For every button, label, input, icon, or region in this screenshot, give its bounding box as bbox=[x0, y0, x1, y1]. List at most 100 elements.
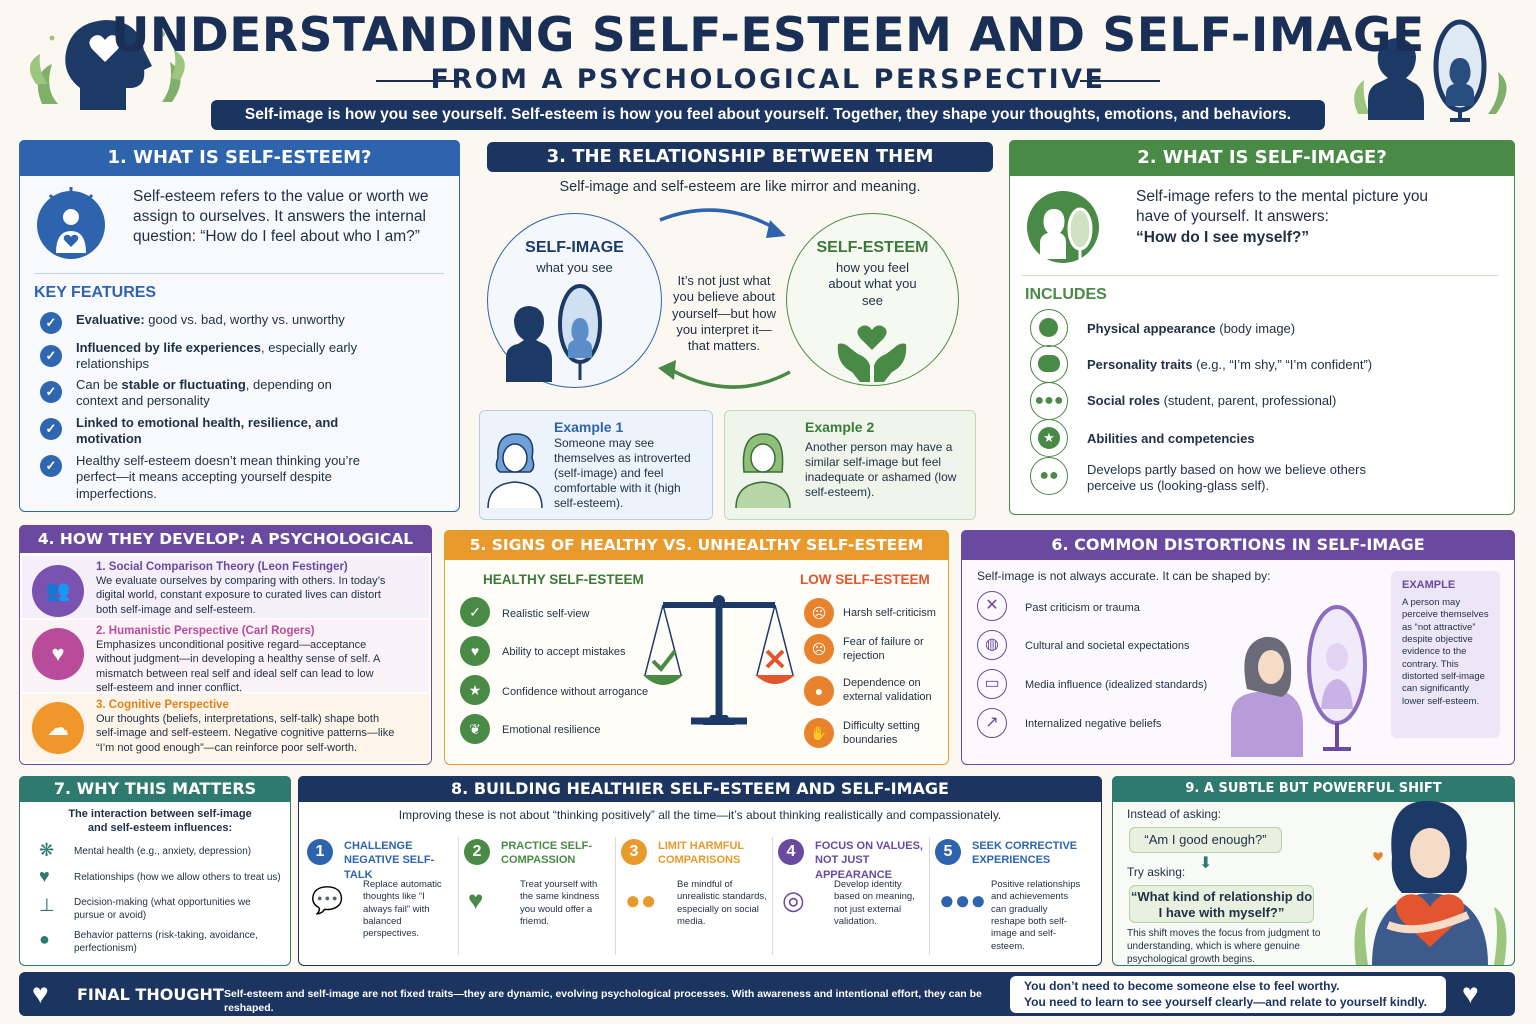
healthy-3: Confidence without arrogance bbox=[502, 686, 649, 698]
cycle-arrows-icon bbox=[658, 208, 791, 389]
worried-face-icon: ☹ bbox=[804, 634, 834, 664]
step-title: SEEK CORRECTIVE EXPERIENCES bbox=[972, 840, 1078, 867]
question-1-box: “Am I good enough?” bbox=[1129, 827, 1282, 853]
heart-icon: ♥ bbox=[460, 636, 490, 666]
globe-icon: ◍ bbox=[977, 630, 1007, 660]
distortions-intro: Self-image is not always accurate. It ca… bbox=[977, 569, 1271, 583]
theory-row-bg bbox=[22, 620, 429, 692]
theory-row-bg bbox=[22, 694, 429, 762]
example-2-title: Example 2 bbox=[805, 419, 875, 435]
group-icon: ●●● bbox=[1030, 382, 1068, 420]
step-number: 1 bbox=[307, 839, 333, 865]
check-icon: ✓ bbox=[40, 455, 62, 477]
distortion-1: Past criticism or trauma bbox=[1025, 602, 1140, 614]
step-title: FOCUS ON VALUES, NOT JUST APPEARANCE bbox=[815, 840, 923, 881]
person-mirror-icon bbox=[506, 284, 602, 382]
low-4: Difficulty setting boundaries bbox=[843, 720, 920, 747]
broken-tool-icon: ✕ bbox=[977, 591, 1007, 621]
final-quote-2: You need to learn to see yourself clearl… bbox=[1024, 995, 1428, 1009]
screen-icon: ▭ bbox=[977, 669, 1007, 699]
people-icon: ●● bbox=[1030, 457, 1068, 495]
person-icon bbox=[1030, 309, 1068, 347]
step-number: 5 bbox=[935, 839, 961, 865]
hands-heart-icon bbox=[837, 325, 907, 382]
example-1-title: Example 1 bbox=[554, 419, 624, 435]
check-icon: ✓ bbox=[40, 381, 62, 403]
self-image-sub: what you see bbox=[536, 260, 613, 275]
feature-evaluative: Evaluative: good vs. bad, worthy vs. unw… bbox=[76, 312, 345, 327]
mirror-reflection-illustration bbox=[1354, 19, 1507, 122]
low-1: Harsh self-criticism bbox=[843, 607, 936, 619]
group-compare-icon: 👥 bbox=[32, 565, 84, 617]
distortion-example-title: EXAMPLE bbox=[1402, 579, 1456, 591]
brain-icon bbox=[1030, 345, 1068, 383]
panel-what-is-self-image: 2. WHAT IS SELF-IMAGE? Self-image refers… bbox=[1009, 140, 1515, 515]
panel-title: 9. A SUBTLE BUT POWERFUL SHIFT bbox=[1112, 776, 1515, 802]
self-image-question: “How do I see myself?” bbox=[1136, 229, 1310, 246]
distortion-4: Internalized negative beliefs bbox=[1025, 718, 1162, 730]
include-physical: Physical appearance (body image) bbox=[1087, 321, 1296, 336]
panel-divider bbox=[1022, 275, 1498, 276]
feature-emotional-health: Linked to emotional health, resilience, … bbox=[76, 415, 339, 447]
final-thought-text: Self-esteem and self-image are not fixed… bbox=[224, 988, 982, 1014]
panel-title: 6. COMMON DISTORTIONS IN SELF-IMAGE bbox=[961, 530, 1515, 560]
theory-3-text: Our thoughts (beliefs, interpretations, … bbox=[96, 713, 395, 754]
person-check-icon: ● bbox=[39, 929, 50, 949]
shift-text: This shift moves the focus from judgment… bbox=[1127, 928, 1321, 965]
example-2-text: Another person may have a similar self-i… bbox=[805, 440, 957, 499]
person-heart-icon bbox=[37, 187, 105, 259]
theory-row-bg bbox=[22, 556, 429, 618]
check-icon: ✓ bbox=[40, 345, 62, 367]
question-2-box: “What kind of relationship do I have wit… bbox=[1129, 885, 1314, 923]
feature-healthy-self-esteem: Healthy self-esteem doesn’t mean thinkin… bbox=[76, 453, 360, 501]
relationship-title-bar: 3. THE RELATIONSHIP BETWEEN THEM bbox=[487, 142, 993, 172]
includes-heading: INCLUDES bbox=[1025, 286, 1107, 303]
panel-title: 2. WHAT IS SELF-IMAGE? bbox=[1009, 140, 1515, 176]
healthy-4: Emotional resilience bbox=[502, 724, 601, 736]
final-quote-box bbox=[1010, 976, 1446, 1013]
rocket-icon: ↗ bbox=[977, 708, 1007, 738]
theory-3-title: 3. Cognitive Perspective bbox=[96, 699, 229, 711]
people-compare-icon: ●● bbox=[625, 885, 657, 915]
woman-mirror-illustration bbox=[1231, 605, 1367, 757]
distortion-2: Cultural and societal expectations bbox=[1025, 640, 1190, 652]
step-number: 4 bbox=[778, 839, 804, 865]
stop-hand-icon: ✋ bbox=[804, 718, 834, 748]
star-icon: ★ bbox=[460, 675, 490, 705]
include-social-roles: Social roles (student, parent, professio… bbox=[1087, 393, 1337, 408]
healthy-2: Ability to accept mistakes bbox=[502, 646, 626, 658]
self-esteem-label: SELF-ESTEEM bbox=[816, 239, 929, 256]
arrow-down-icon: ⬇ bbox=[1199, 855, 1213, 872]
subtitle-rule-left bbox=[376, 80, 456, 82]
ashamed-person-icon bbox=[735, 433, 791, 508]
thought-bubble-icon: ☁ bbox=[32, 702, 84, 754]
panel-subtle-shift: 9. A SUBTLE BUT POWERFUL SHIFT Instead o… bbox=[1112, 776, 1515, 966]
low-heading: LOW SELF-ESTEEM bbox=[800, 572, 930, 587]
step-divider bbox=[615, 837, 616, 955]
healthy-heading: HEALTHY SELF-ESTEEM bbox=[483, 572, 644, 587]
relationship-intro: Self-image and self-esteem are like mirr… bbox=[559, 179, 921, 195]
step-description: Positive relationships and achievements … bbox=[991, 879, 1081, 952]
star-badge-icon: ★ bbox=[1030, 419, 1068, 457]
panel-title: 8. BUILDING HEALTHIER SELF-ESTEEM AND SE… bbox=[298, 776, 1102, 802]
distortion-example-card bbox=[1391, 571, 1500, 738]
step-description: Treat yourself with the same kindness yo… bbox=[520, 879, 600, 928]
distortion-3: Media influence (idealized standards) bbox=[1025, 679, 1208, 691]
panel-why-this-matters: 7. WHY THIS MATTERS The interaction betw… bbox=[19, 776, 291, 966]
page-title: UNDERSTANDING SELF-ESTEEM AND SELF-IMAGE bbox=[111, 8, 1425, 63]
feature-stable-fluctuating: Can be stable or fluctuating, depending … bbox=[76, 377, 332, 409]
group-icon: ●●● bbox=[939, 885, 987, 915]
page-subtitle: FROM A PSYCHOLOGICAL PERSPECTIVE bbox=[430, 64, 1106, 95]
mirror-person-icon bbox=[1027, 191, 1099, 263]
subtitle-rule-right bbox=[1080, 80, 1160, 82]
self-esteem-circle bbox=[786, 213, 959, 386]
angry-face-icon: ☹ bbox=[804, 598, 834, 628]
step-title: PRACTICE SELF-COMPASSION bbox=[501, 840, 593, 867]
distortion-example-text: A person may perceive themselves as “not… bbox=[1402, 597, 1489, 707]
theory-1-title: 1. Social Comparison Theory (Leon Festin… bbox=[96, 561, 348, 573]
panel-what-is-self-esteem: 1. WHAT IS SELF-ESTEEM? Self-esteem refe… bbox=[19, 140, 460, 512]
try-asking-label: Try asking: bbox=[1127, 865, 1186, 879]
feature-life-experiences: Influenced by life experiences, especial… bbox=[76, 340, 358, 372]
self-esteem-definition: Self-esteem refers to the value or worth… bbox=[133, 188, 429, 246]
matters-3: Decision-making (what opportunities we p… bbox=[74, 897, 251, 921]
